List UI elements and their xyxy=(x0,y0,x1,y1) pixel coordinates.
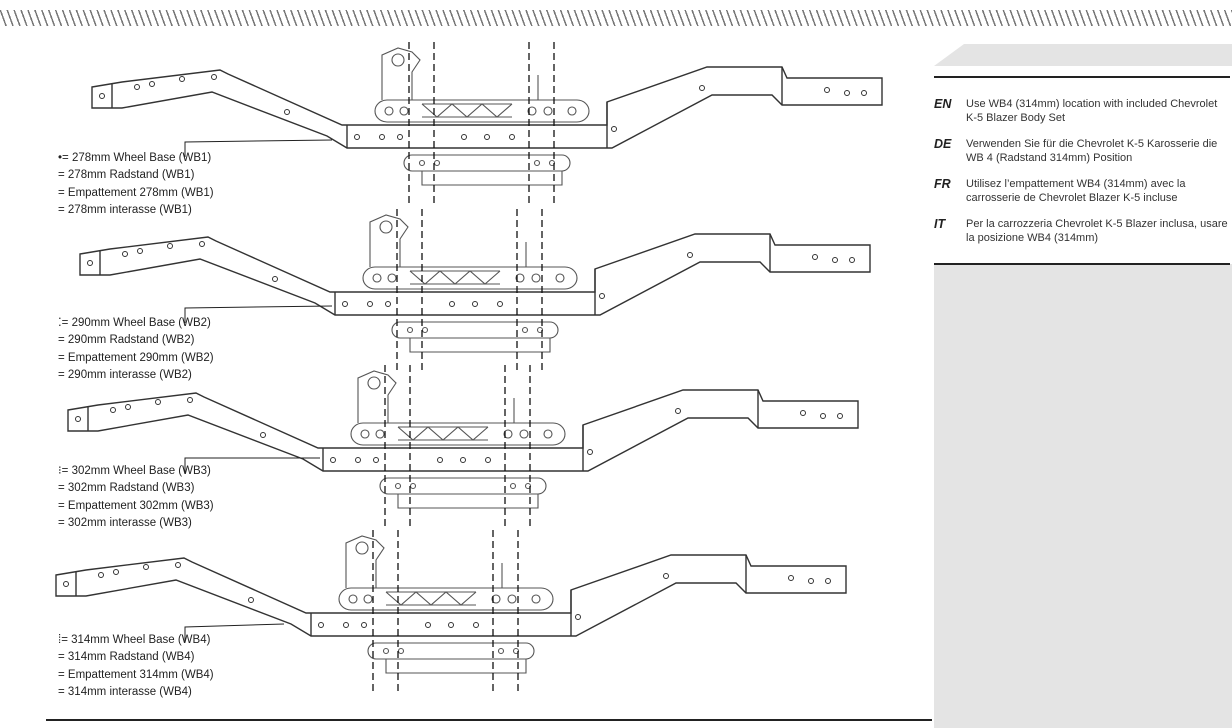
instruction-text: Per la carrozzeria Chevrolet K-5 Blazer … xyxy=(966,218,1228,244)
legend-line: = Empattement 314mm (WB4) xyxy=(58,668,214,681)
sidebar-bottom-rule xyxy=(934,263,1230,265)
legend-line: = 290mm Radstand (WB2) xyxy=(58,334,195,347)
leader-line-wb3 xyxy=(184,457,320,473)
instruction-text: Use WB4 (314mm) location with included C… xyxy=(966,98,1218,124)
leader-line-wb4 xyxy=(184,623,285,642)
sidebar-panel xyxy=(934,264,1232,728)
hole-marker: • xyxy=(58,152,63,164)
lang-code: IT xyxy=(934,217,946,231)
hole-marker: ⁚ xyxy=(58,317,62,329)
lang-code: EN xyxy=(934,97,952,111)
legend-line: = 302mm Radstand (WB3) xyxy=(58,482,195,495)
lang-code: FR xyxy=(934,177,951,191)
legend-line: = 278mm Wheel Base (WB1) xyxy=(62,152,212,164)
leader-line-wb2 xyxy=(184,305,333,323)
legend-line: = 290mm interasse (WB2) xyxy=(58,368,192,381)
chassis-frame-wb1 xyxy=(91,41,883,206)
chassis-frame-wb2 xyxy=(79,208,871,373)
legend-line: = 314mm Wheel Base (WB4) xyxy=(61,634,211,646)
wheelbase-legend-wb4: ⁞= 314mm Wheel Base (WB4) = 314mm Radsta… xyxy=(58,632,214,701)
sidebar-top-rule xyxy=(934,76,1230,78)
chassis-frame-wb4 xyxy=(55,529,847,694)
wheelbase-legend-wb3: ⁝= 302mm Wheel Base (WB3) = 302mm Radsta… xyxy=(58,463,214,532)
leader-line-wb1 xyxy=(184,139,333,157)
instruction-text: Utilisez l’empattement WB4 (314mm) avec … xyxy=(966,178,1186,204)
hole-marker: ⁝ xyxy=(58,465,62,477)
chassis-frame-wb3 xyxy=(67,364,859,529)
top-hatch-border xyxy=(0,10,1232,26)
wheelbase-legend-wb1: •= 278mm Wheel Base (WB1) = 278mm Radsta… xyxy=(58,150,214,219)
legend-line: = Empattement 290mm (WB2) xyxy=(58,351,214,364)
legend-line: = Empattement 302mm (WB3) xyxy=(58,499,214,512)
legend-line: = 314mm Radstand (WB4) xyxy=(58,651,195,664)
legend-line: = 314mm interasse (WB4) xyxy=(58,685,192,698)
footer-rule xyxy=(46,719,932,721)
legend-line: = 278mm interasse (WB1) xyxy=(58,203,192,216)
lang-code: DE xyxy=(934,137,952,151)
legend-line: = 302mm Wheel Base (WB3) xyxy=(61,465,211,477)
legend-line: = 302mm interasse (WB3) xyxy=(58,516,192,529)
hole-marker: ⁞ xyxy=(58,634,62,646)
legend-line: = Empattement 278mm (WB1) xyxy=(58,186,214,199)
leader-lines xyxy=(184,139,333,642)
sidebar-header-tab xyxy=(934,44,1232,66)
legend-line: = 290mm Wheel Base (WB2) xyxy=(61,317,211,329)
instruction-text: Verwenden Sie für die Chevrolet K-5 Karo… xyxy=(966,138,1218,164)
legend-line: = 278mm Radstand (WB1) xyxy=(58,169,195,182)
wheelbase-legend-wb2: ⁚= 290mm Wheel Base (WB2) = 290mm Radsta… xyxy=(58,315,214,384)
